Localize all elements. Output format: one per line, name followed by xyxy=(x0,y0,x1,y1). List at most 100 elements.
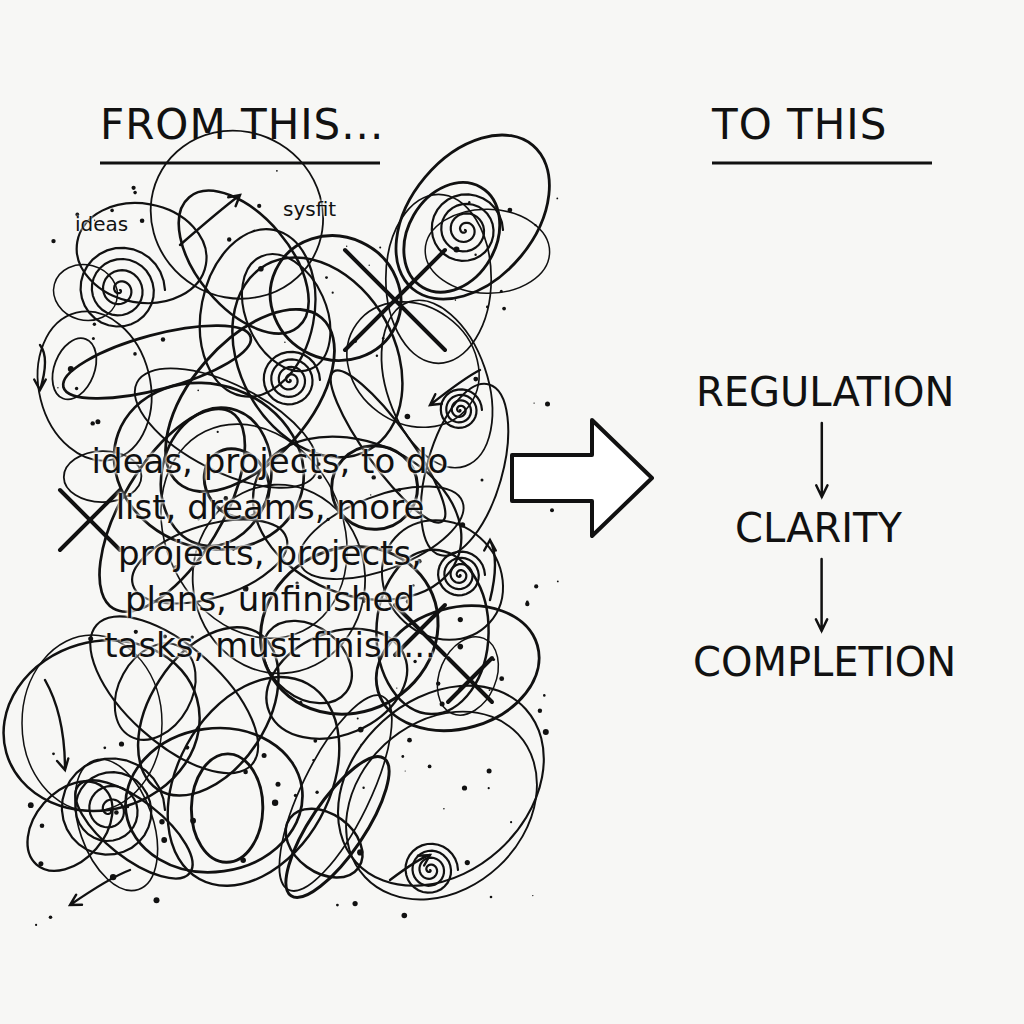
ink-splatter xyxy=(436,681,440,685)
scribble-stroke xyxy=(59,748,173,901)
ink-splatter xyxy=(492,658,495,661)
ink-splatter xyxy=(458,644,464,650)
hollow-arrow xyxy=(512,420,652,536)
ink-splatter xyxy=(103,746,106,749)
spiral xyxy=(62,759,165,855)
ink-splatter xyxy=(443,808,445,810)
step-node: COMPLETION xyxy=(687,635,962,689)
ink-splatter xyxy=(411,287,413,289)
ink-splatter xyxy=(481,479,484,482)
ink-splatter xyxy=(369,265,370,266)
ink-splatter xyxy=(545,401,550,406)
ink-splatter xyxy=(159,819,164,824)
scribbled-list: ideas, projects, to do list, dreams, mor… xyxy=(90,438,450,668)
spiral xyxy=(81,248,165,327)
cross-mark xyxy=(345,250,445,350)
ink-splatter xyxy=(346,246,347,247)
ink-splatter xyxy=(262,753,267,758)
scribble-stroke xyxy=(225,240,348,385)
ink-splatter xyxy=(92,337,95,340)
step-node: REGULATION xyxy=(690,365,960,419)
ink-splatter xyxy=(68,366,74,372)
ink-splatter xyxy=(243,770,248,775)
ink-splatter xyxy=(462,785,467,790)
ink-splatter xyxy=(88,636,93,641)
ink-splatter xyxy=(455,299,457,301)
ink-splatter xyxy=(257,204,261,208)
ink-splatter xyxy=(468,201,470,203)
ink-splatter xyxy=(197,390,199,392)
scribble-stroke xyxy=(56,311,257,414)
step-text: COMPLETION xyxy=(693,639,956,685)
ink-splatter xyxy=(258,266,264,272)
scribble-arrow xyxy=(390,855,430,880)
ink-splatter xyxy=(490,896,493,899)
scribble-word: sysfit xyxy=(283,197,336,221)
ink-splatter xyxy=(133,191,137,195)
scribble-stroke xyxy=(426,627,510,724)
ink-splatter xyxy=(376,355,378,357)
scribble-group xyxy=(0,99,584,938)
step-node: CLARITY xyxy=(729,501,908,555)
ink-splatter xyxy=(401,755,404,758)
ink-splatter xyxy=(379,247,381,249)
ink-splatter xyxy=(276,782,281,787)
ink-splatter xyxy=(362,787,364,789)
ink-splatter xyxy=(533,402,534,403)
scribble-stroke xyxy=(190,753,263,863)
ink-splatter xyxy=(489,689,491,691)
step-text: REGULATION xyxy=(696,369,954,415)
ink-splatter xyxy=(534,584,538,588)
cross-mark xyxy=(60,490,120,550)
ink-splatter xyxy=(556,198,558,200)
ink-splatter xyxy=(133,352,137,356)
heading: FROM THIS... xyxy=(100,100,384,149)
ink-splatter xyxy=(35,924,37,926)
spiral xyxy=(406,844,459,893)
ink-splatter xyxy=(110,209,114,213)
ink-splatter xyxy=(458,687,462,691)
ink-splatter xyxy=(550,508,554,512)
ink-splatter xyxy=(458,617,463,622)
ink-splatter xyxy=(487,768,492,773)
scribble-arrow xyxy=(70,870,130,905)
ink-splatter xyxy=(543,694,546,697)
ink-splatter xyxy=(382,337,385,340)
down-arrow xyxy=(816,423,827,497)
ink-splatter xyxy=(313,739,317,743)
ink-splatter xyxy=(557,581,559,583)
ink-splatter xyxy=(126,805,129,808)
down-arrow xyxy=(816,559,827,631)
ink-splatter xyxy=(357,849,363,855)
ink-splatter xyxy=(132,186,136,190)
ink-splatter xyxy=(276,170,278,172)
ink-splatter xyxy=(353,901,358,906)
underline xyxy=(712,162,932,165)
ink-splatter xyxy=(110,874,116,880)
ink-splatter xyxy=(91,421,95,425)
ink-splatter xyxy=(428,765,432,769)
ink-splatter xyxy=(93,323,96,326)
scribble-word: ideas xyxy=(75,212,128,236)
ink-splatter xyxy=(473,377,478,382)
ink-splatter xyxy=(315,791,318,794)
ink-splatter xyxy=(525,602,529,606)
ink-splatter xyxy=(294,794,297,797)
ink-splatter xyxy=(161,837,167,843)
scribble-stroke xyxy=(386,194,491,363)
ink-splatter xyxy=(396,687,397,688)
ink-splatter xyxy=(360,744,361,745)
ink-splatter xyxy=(502,307,506,311)
ink-splatter xyxy=(241,858,246,863)
ink-splatter xyxy=(357,718,359,720)
ink-splatter xyxy=(543,729,549,735)
ink-splatter xyxy=(332,292,334,294)
ink-splatter xyxy=(325,276,328,279)
scribble-arrow xyxy=(34,345,46,390)
ink-splatter xyxy=(532,895,533,896)
ink-splatter xyxy=(272,800,278,806)
ink-splatter xyxy=(407,738,412,743)
ink-splatter xyxy=(299,701,302,704)
ink-splatter xyxy=(488,787,490,789)
